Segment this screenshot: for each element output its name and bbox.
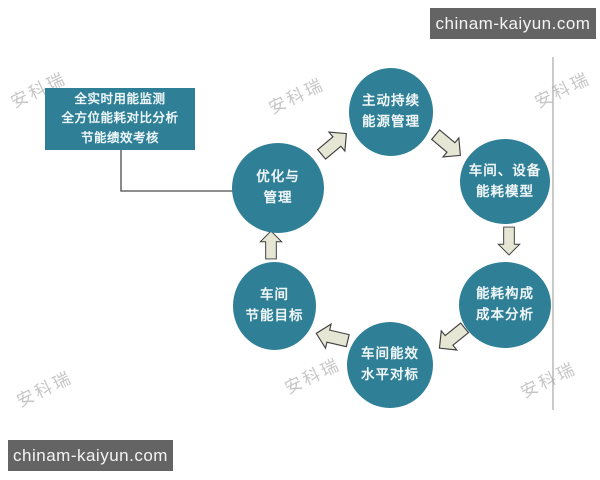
site-watermark-top-right: chinam-kaiyun.com [430,8,596,39]
site-watermark-bottom-left: chinam-kaiyun.com [8,440,173,471]
node-label-line: 成本分析 [476,307,534,322]
arrow-target-to-optimize [259,230,283,260]
node-label-line: 车间 [260,287,289,303]
node-efficiency-benchmark: 车间能效 水平对标 [347,322,433,408]
callout-line: 全方位能耗对比分析 [61,111,179,126]
arrow-cost-to-benchmark [438,322,470,351]
node-label-line: 水平对标 [361,367,419,382]
node-label-line: 管理 [263,190,293,205]
node-optimize-and-manage: 优化与 管理 [232,143,324,233]
callout-line: 全实时用能监测 [74,91,166,106]
node-workshop-device-model: 车间、设备 能耗模型 [460,139,550,224]
node-label-line: 能耗模型 [476,183,534,199]
arrow-device-to-cost [497,226,521,256]
monitoring-callout-box: 全实时用能监测 全方位能耗对比分析 节能绩效考核 [45,88,195,150]
node-active-continuous-energy: 主动持续 能源管理 [349,68,433,156]
node-label-line: 能源管理 [362,114,420,129]
arrow-active-to-device [430,129,461,158]
node-workshop-saving-target: 车间 节能目标 [233,262,316,350]
node-label-line: 主动持续 [362,93,420,109]
node-label-line: 节能目标 [245,308,304,323]
node-label-line: 车间能效 [361,346,419,362]
node-consumption-cost-analysis: 能耗构成 成本分析 [459,262,551,348]
node-label-line: 能耗构成 [476,286,534,302]
node-label-line: 车间、设备 [468,162,542,178]
callout-connector-line [120,150,233,192]
arrow-optimize-to-active [316,131,347,160]
arrow-benchmark-to-target [315,322,350,350]
callout-line: 节能绩效考核 [80,130,159,145]
node-label-line: 优化与 [256,169,300,185]
